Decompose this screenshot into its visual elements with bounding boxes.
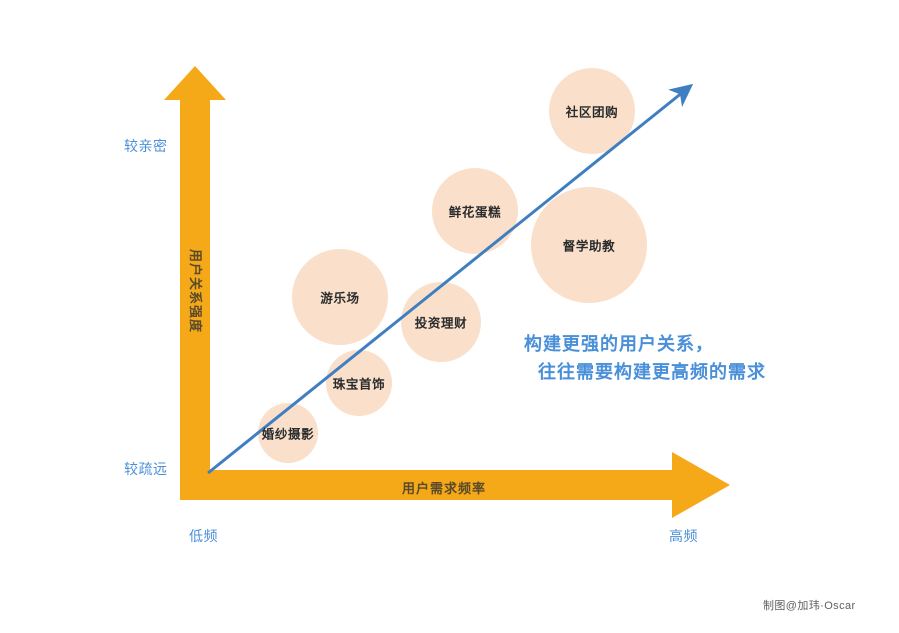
y-axis-title: 用户关系强度	[188, 249, 203, 334]
bubble-4	[432, 168, 518, 254]
bubble-label: 鲜花蛋糕	[448, 205, 502, 220]
bubble-label: 投资理财	[414, 316, 468, 331]
bubble-6	[549, 68, 635, 154]
x-axis-title: 用户需求频率	[402, 481, 487, 496]
annotation-line-1: 构建更强的用户关系，	[524, 334, 714, 354]
x-axis-arrow	[180, 452, 730, 518]
bubble-layer	[258, 68, 647, 463]
credit-watermark: 制图@加玮·Oscar	[763, 600, 856, 612]
bubble-label: 社区团购	[565, 105, 619, 120]
y-axis-arrow	[164, 66, 226, 500]
y-axis-low-label: 较疏远	[124, 461, 168, 477]
bubble-0	[258, 403, 318, 463]
bubble-5	[531, 187, 647, 303]
bubble-label: 督学助教	[562, 239, 616, 254]
bubble-label: 游乐场	[320, 291, 360, 306]
bubble-label: 珠宝首饰	[332, 377, 386, 392]
trend-arrow	[207, 83, 694, 475]
annotation-text: 构建更强的用户关系， 往往需要构建更高频的需求	[524, 331, 766, 387]
y-axis-high-label: 较亲密	[124, 138, 168, 154]
x-axis-low-label: 低频	[189, 528, 218, 544]
bubble-label: 婚纱摄影	[261, 427, 315, 442]
annotation-line-2: 往往需要构建更高频的需求	[538, 361, 766, 382]
x-axis-high-label: 高频	[669, 528, 698, 544]
bubble-2	[292, 249, 388, 345]
